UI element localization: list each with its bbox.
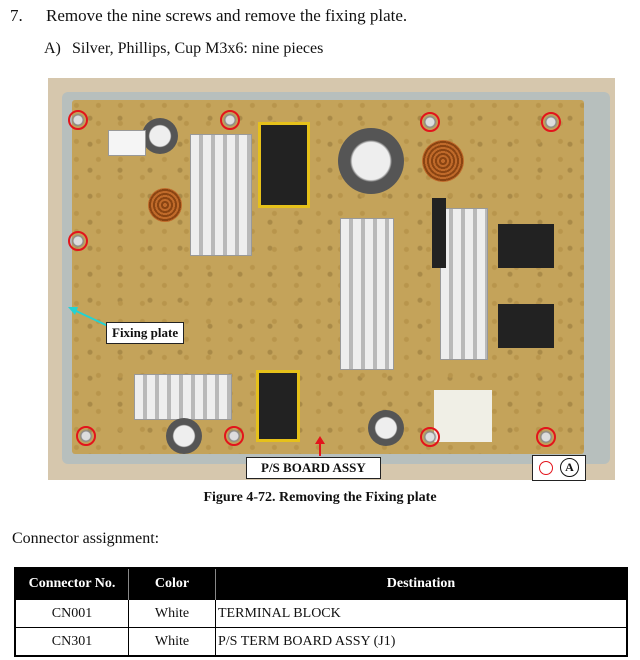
choke bbox=[498, 304, 554, 348]
substep-instruction: A)Silver, Phillips, Cup M3x6: nine piece… bbox=[44, 40, 324, 57]
screw-marker bbox=[220, 110, 240, 130]
screw-marker bbox=[420, 427, 440, 447]
screw-legend: A bbox=[532, 455, 586, 481]
fixing-plate-arrow bbox=[73, 309, 109, 327]
table-header: Connector No. Color Destination bbox=[15, 568, 628, 600]
board-photo: Fixing plate P/S BOARD ASSY bbox=[48, 78, 615, 480]
step-text: Remove the nine screws and remove the fi… bbox=[46, 6, 408, 25]
coil bbox=[422, 140, 464, 182]
connector-heading: Connector assignment: bbox=[12, 530, 160, 547]
transformer bbox=[258, 122, 310, 208]
connector-cn001 bbox=[108, 130, 146, 156]
heatsink bbox=[190, 134, 252, 256]
screw-marker bbox=[68, 110, 88, 130]
fixing-plate-callout: Fixing plate bbox=[106, 322, 185, 344]
board-sticker bbox=[434, 390, 492, 442]
header-connector: Connector No. bbox=[15, 568, 129, 600]
substep-text: Silver, Phillips, Cup M3x6: nine pieces bbox=[72, 40, 324, 57]
header-destination: Destination bbox=[215, 568, 628, 600]
screw-marker bbox=[541, 112, 561, 132]
board-callout: P/S BOARD ASSY bbox=[246, 457, 381, 479]
coil bbox=[148, 188, 182, 222]
table-row: CN301 White P/S TERM BOARD ASSY (J1) bbox=[14, 627, 628, 657]
screw-marker bbox=[536, 427, 556, 447]
figure-caption: Figure 4-72. Removing the Fixing plate bbox=[203, 490, 437, 505]
legend-letter: A bbox=[560, 458, 579, 477]
screw-marker bbox=[76, 426, 96, 446]
cell-destination: TERMINAL BLOCK bbox=[215, 599, 628, 628]
heatsink bbox=[340, 218, 394, 370]
cell-connector: CN001 bbox=[14, 599, 129, 628]
cell-destination: P/S TERM BOARD ASSY (J1) bbox=[215, 627, 628, 657]
capacitor bbox=[166, 418, 202, 454]
screw-marker bbox=[224, 426, 244, 446]
transformer bbox=[256, 370, 300, 442]
callout-arrows bbox=[68, 307, 325, 456]
heatsink bbox=[440, 208, 488, 360]
board-arrowhead bbox=[315, 436, 325, 444]
screw-marker bbox=[68, 231, 88, 251]
capacitor bbox=[368, 410, 404, 446]
header-color: Color bbox=[128, 568, 216, 600]
cell-color: White bbox=[128, 599, 216, 628]
fixing-plate-arrowhead bbox=[68, 307, 78, 315]
step-instruction: 7.Remove the nine screws and remove the … bbox=[10, 6, 408, 25]
ic bbox=[432, 198, 446, 268]
choke bbox=[498, 224, 554, 268]
capacitor bbox=[142, 118, 178, 154]
red-circle-icon bbox=[539, 461, 553, 475]
heatsink bbox=[134, 374, 232, 420]
table-row: CN001 White TERMINAL BLOCK bbox=[14, 599, 628, 628]
screw-marker bbox=[420, 112, 440, 132]
ps-board bbox=[72, 100, 584, 454]
capacitor bbox=[338, 128, 404, 194]
cell-color: White bbox=[128, 627, 216, 657]
cell-connector: CN301 bbox=[14, 627, 129, 657]
connector-table: Connector No. Color Destination CN001 Wh… bbox=[14, 567, 628, 657]
